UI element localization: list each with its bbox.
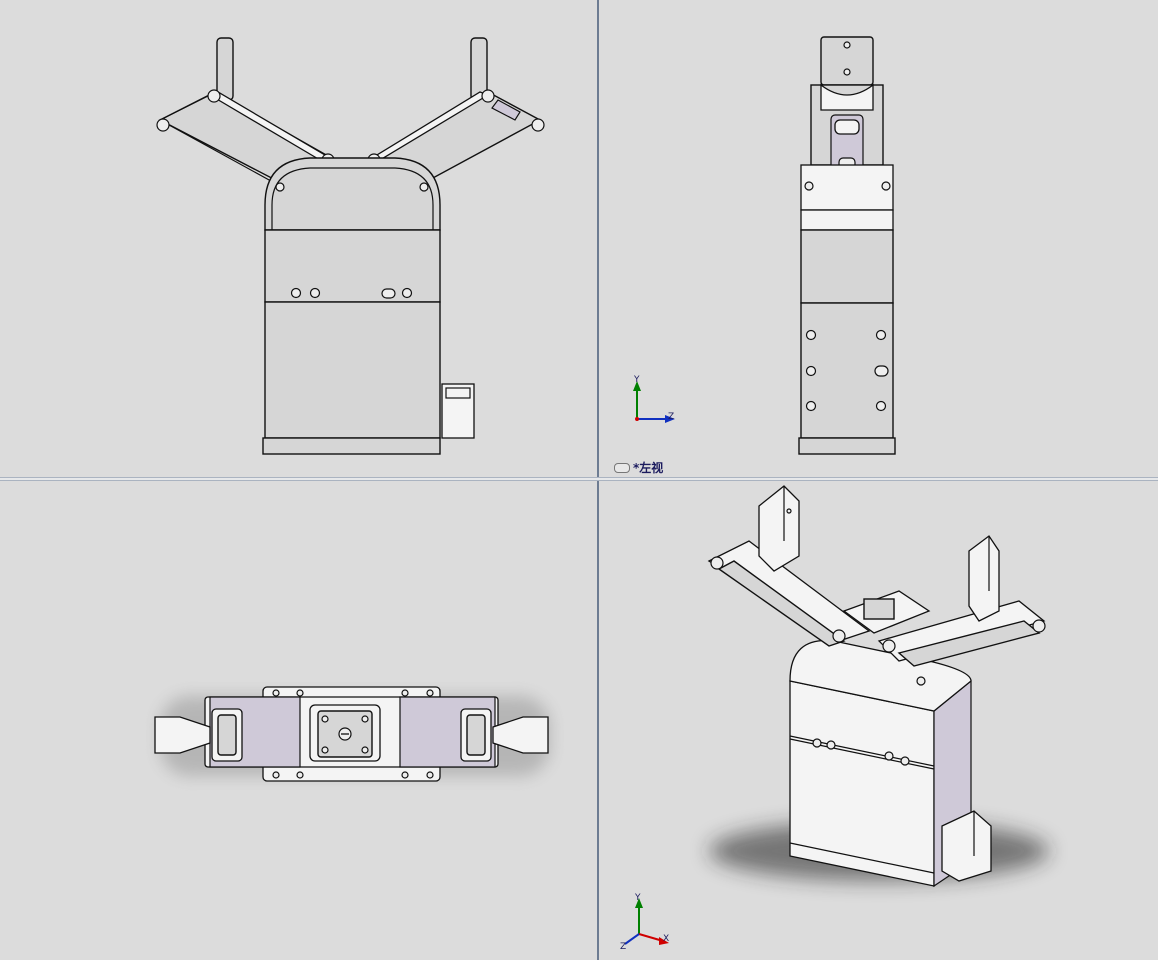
triad-y-label: Y xyxy=(634,375,640,385)
link-view-icon[interactable] xyxy=(614,462,630,473)
axis-triad-left xyxy=(633,381,675,423)
iso-triad-x-label: X xyxy=(663,934,670,944)
viewport-splitter-horizontal[interactable] xyxy=(0,477,1158,481)
axis-triad-iso xyxy=(624,898,669,945)
view-name-text: *左视 xyxy=(633,461,664,475)
viewport-front[interactable] xyxy=(0,0,597,477)
gripper-top-view xyxy=(154,686,550,782)
gripper-front-view xyxy=(156,37,545,455)
gripper-left-view xyxy=(798,36,896,455)
iso-triad-z-label: Z xyxy=(620,942,627,952)
viewport-isometric[interactable]: Y X Z xyxy=(599,481,1158,960)
iso-triad-y-label: Y xyxy=(635,893,641,903)
viewport-left[interactable]: Y Z xyxy=(599,0,1158,477)
gripper-iso-view xyxy=(707,485,1049,888)
viewport-top[interactable] xyxy=(0,481,597,960)
triad-z-label: Z xyxy=(668,412,675,422)
view-name-label: *左视 xyxy=(614,459,663,476)
